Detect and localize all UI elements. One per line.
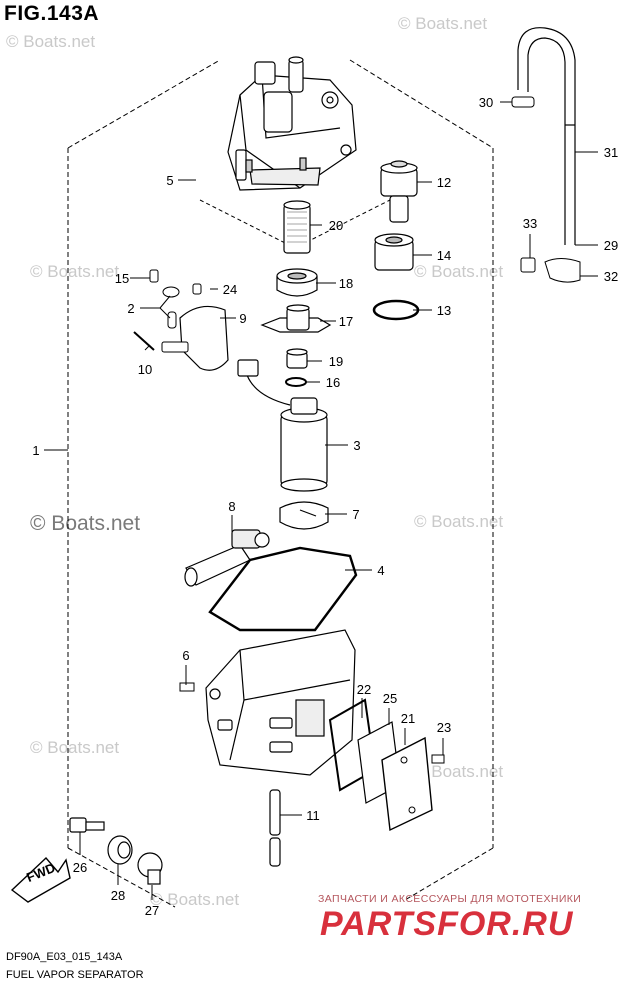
bolt-26: [69, 817, 105, 833]
filter-holder: [276, 268, 318, 297]
callout-32: 32: [604, 269, 618, 284]
callout-21: 21: [401, 711, 415, 726]
fwd-arrow-icon: [10, 856, 71, 903]
callout-27: 27: [145, 903, 159, 918]
callout-4: 4: [377, 563, 384, 578]
callout-26: 26: [73, 860, 87, 875]
callout-9: 9: [239, 311, 246, 326]
hose-31: [517, 27, 576, 245]
watermark: © Boats.net: [150, 890, 240, 909]
callout-25: 25: [383, 691, 397, 706]
callout-6: 6: [182, 648, 189, 663]
grommet-28: [107, 835, 133, 865]
fuel-pump: [237, 359, 328, 492]
figure-title: FIG.143A: [4, 2, 100, 25]
cover-21: [381, 736, 433, 832]
bolt-33: [520, 257, 536, 273]
watermark: © Boats.net: [414, 762, 504, 781]
collar-27: [137, 852, 163, 885]
pump-bracket: [260, 304, 332, 333]
callout-10: 10: [138, 362, 152, 377]
bolt-6: [179, 682, 195, 692]
callout-20: 20: [329, 218, 343, 233]
callout-33: 33: [523, 216, 537, 231]
pump-cushion: [279, 501, 329, 530]
callout-15: 15: [115, 271, 129, 286]
callout-11: 11: [306, 808, 320, 823]
watermark: © Boats.net: [6, 32, 96, 51]
vapor-separator-cover: [227, 56, 357, 191]
screw-23: [431, 754, 445, 764]
callout-3: 3: [353, 438, 360, 453]
callout-12: 12: [437, 175, 451, 190]
banner-logo: PARTSFOR.RU: [320, 905, 574, 943]
pipe-11: [269, 789, 281, 867]
clip-32: [544, 258, 581, 283]
figure-subtitle: FUEL VAPOR SEPARATOR: [6, 969, 144, 981]
pressure-regulator: [380, 160, 418, 223]
callout-19: 19: [329, 354, 343, 369]
callout-28: 28: [111, 888, 125, 903]
watermark: © Boats.net: [30, 738, 120, 757]
callout-31: 31: [604, 145, 618, 160]
gasket-4: [208, 546, 358, 632]
watermark: © Boats.net: [414, 512, 504, 531]
grommet: [286, 348, 308, 369]
watermark: © Boats.net: [30, 512, 141, 535]
callout-29: 29: [604, 238, 618, 253]
callout-16: 16: [326, 375, 340, 390]
watermark: © Boats.net: [414, 262, 504, 281]
clamp-30: [511, 96, 535, 108]
callout-14: 14: [437, 248, 451, 263]
regulator-holder: [374, 233, 414, 271]
separator-body: [205, 629, 356, 776]
callout-2: 2: [127, 301, 134, 316]
callout-5: 5: [166, 173, 173, 188]
cover-9: [179, 305, 229, 371]
watermark: © Boats.net: [30, 262, 120, 281]
callout-24: 24: [223, 282, 237, 297]
fittings: [133, 269, 202, 353]
callout-18: 18: [339, 276, 353, 291]
figure-code: DF90A_E03_015_143A: [6, 951, 123, 963]
callout-8: 8: [228, 499, 235, 514]
callout-7: 7: [352, 507, 359, 522]
callout-30: 30: [479, 95, 493, 110]
callout-22: 22: [357, 682, 371, 697]
callout-17: 17: [339, 314, 353, 329]
callout-1: 1: [32, 443, 39, 458]
o-ring-16: [285, 377, 307, 387]
watermark: © Boats.net: [398, 14, 488, 33]
callout-13: 13: [437, 303, 451, 318]
o-ring-13: [372, 299, 420, 321]
banner-tagline: ЗАПЧАСТИ И АКСЕССУАРЫ ДЛЯ МОТОТЕХНИКИ: [318, 893, 582, 905]
callout-23: 23: [437, 720, 451, 735]
fuel-filter: [283, 200, 311, 254]
